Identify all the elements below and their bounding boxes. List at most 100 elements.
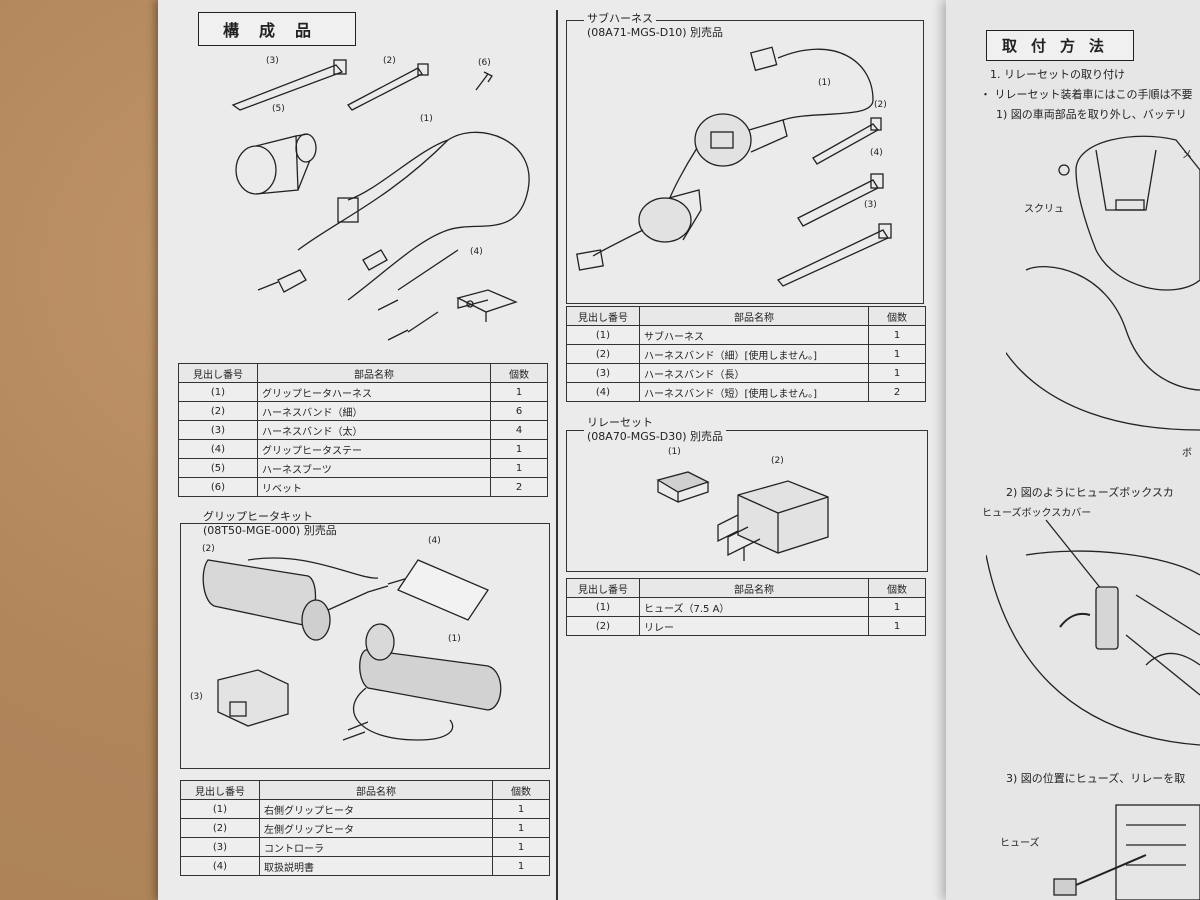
col-header-number: 見出し番号: [566, 306, 640, 326]
col-header-name: 部品名称: [259, 780, 493, 800]
relay-set-part-no: (08A70-MGS-D30) 別売品: [584, 430, 727, 443]
callout-5: (5): [272, 104, 285, 114]
table-header-row: 見出し番号 部品名称 個数: [566, 306, 926, 326]
cell-number: (2): [566, 616, 640, 636]
table-row: (2)ハーネスバンド（細）[使用しません。]1: [566, 344, 926, 364]
relay-set-box: [566, 430, 928, 572]
cell-number: (4): [566, 382, 640, 402]
cell-qty: 6: [490, 401, 548, 421]
col-header-name: 部品名称: [257, 363, 491, 383]
cell-qty: 1: [868, 363, 926, 383]
cell-name: リレー: [639, 616, 869, 636]
cell-number: (3): [178, 420, 258, 440]
manual-page-right: 取付方法 1. リレーセットの取り付け ・ リレーセット装着車にはこの手順は不要…: [946, 0, 1200, 900]
components-illustration: [231, 59, 530, 341]
cell-name: サブハーネス: [639, 325, 869, 345]
cell-name: グリップヒータハーネス: [257, 382, 491, 402]
grip-kit-box: [180, 523, 550, 769]
cell-number: (6): [178, 477, 258, 497]
grip-callout-3: (3): [190, 692, 203, 702]
step-1: 1. リレーセットの取り付け: [990, 68, 1125, 81]
step-1-sub-1: 1) 図の車両部品を取り外し、バッテリ: [996, 108, 1187, 121]
manual-page-left: 構成品: [158, 0, 958, 900]
cell-qty: 1: [868, 616, 926, 636]
label-fuse-box-cover: ヒューズボックスカバー: [982, 508, 1092, 519]
table-row: (2)ハーネスバンド（細）6: [178, 401, 548, 421]
sub-harness-title: サブハーネス: [584, 12, 656, 25]
table-row: (3)ハーネスバンド（太）4: [178, 420, 548, 440]
col-header-name: 部品名称: [639, 578, 869, 598]
cell-qty: 1: [492, 856, 550, 876]
relay-callout-1: (1): [668, 447, 681, 457]
callout-1: (1): [420, 114, 433, 124]
cell-qty: 1: [490, 458, 548, 478]
cell-number: (4): [180, 856, 260, 876]
col-header-qty: 個数: [492, 780, 550, 800]
step-1-sub-3: 3) 図の位置にヒューズ、リレーを取: [1006, 772, 1186, 785]
cell-number: (1): [180, 799, 260, 819]
relay-set-title: リレーセット: [584, 416, 656, 429]
table-header-row: 見出し番号 部品名称 個数: [178, 363, 548, 383]
cell-number: (1): [566, 597, 640, 617]
callout-2: (2): [383, 56, 396, 66]
cell-number: (5): [178, 458, 258, 478]
callout-3: (3): [266, 56, 279, 66]
grip-callout-1: (1): [448, 634, 461, 644]
relay-callout-2: (2): [771, 456, 784, 466]
callout-4: (4): [470, 247, 483, 257]
sub-harness-box: [566, 20, 924, 304]
cell-name: 左側グリップヒータ: [259, 818, 493, 838]
grip-callout-2: (2): [202, 544, 215, 554]
cell-qty: 2: [490, 477, 548, 497]
cell-name: ハーネスバンド（細）[使用しません。]: [639, 344, 869, 364]
sub-harness-part-no: (08A71-MGS-D10) 別売品: [584, 26, 727, 39]
cell-number: (2): [178, 401, 258, 421]
cell-qty: 1: [868, 344, 926, 364]
cell-name: コントローラ: [259, 837, 493, 857]
label-screw: スクリュ: [1024, 204, 1064, 215]
sub-callout-2: (2): [874, 100, 887, 110]
step-1-sub-2: 2) 図のようにヒューズボックスカ: [1006, 486, 1174, 499]
table-row: (4)ハーネスバンド（短）[使用しません。]2: [566, 382, 926, 402]
vehicle-illustration-3: [1053, 804, 1200, 900]
cell-qty: 1: [492, 837, 550, 857]
cell-name: 右側グリップヒータ: [259, 799, 493, 819]
cell-qty: 1: [490, 382, 548, 402]
cell-number: (2): [180, 818, 260, 838]
cell-name: 取扱説明書: [259, 856, 493, 876]
relay-set-illustration: [656, 471, 829, 561]
grip-kit-title: グリップヒータキット: [200, 510, 316, 523]
cell-name: ハーネスバンド（長）: [639, 363, 869, 383]
cell-name: ハーネスバンド（短）[使用しません。]: [639, 382, 869, 402]
cell-name: リベット: [257, 477, 491, 497]
cell-qty: 1: [492, 818, 550, 838]
page-title: 構成品: [198, 12, 356, 46]
cell-qty: 4: [490, 420, 548, 440]
sub-callout-3: (3): [864, 200, 877, 210]
cell-name: ハーネスブーツ: [257, 458, 491, 478]
label-fuse: ヒューズ: [1000, 838, 1040, 849]
callout-6: (6): [478, 58, 491, 68]
table-header-row: 見出し番号 部品名称 個数: [180, 780, 550, 800]
cell-qty: 1: [492, 799, 550, 819]
install-title: 取付方法: [986, 30, 1134, 61]
sub-callout-1: (1): [818, 78, 831, 88]
cell-name: グリップヒータステー: [257, 439, 491, 459]
table-header-row: 見出し番号 部品名称 個数: [566, 578, 926, 598]
cell-name: ハーネスバンド（細）: [257, 401, 491, 421]
cell-qty: 2: [868, 382, 926, 402]
cell-number: (1): [566, 325, 640, 345]
cell-number: (1): [178, 382, 258, 402]
